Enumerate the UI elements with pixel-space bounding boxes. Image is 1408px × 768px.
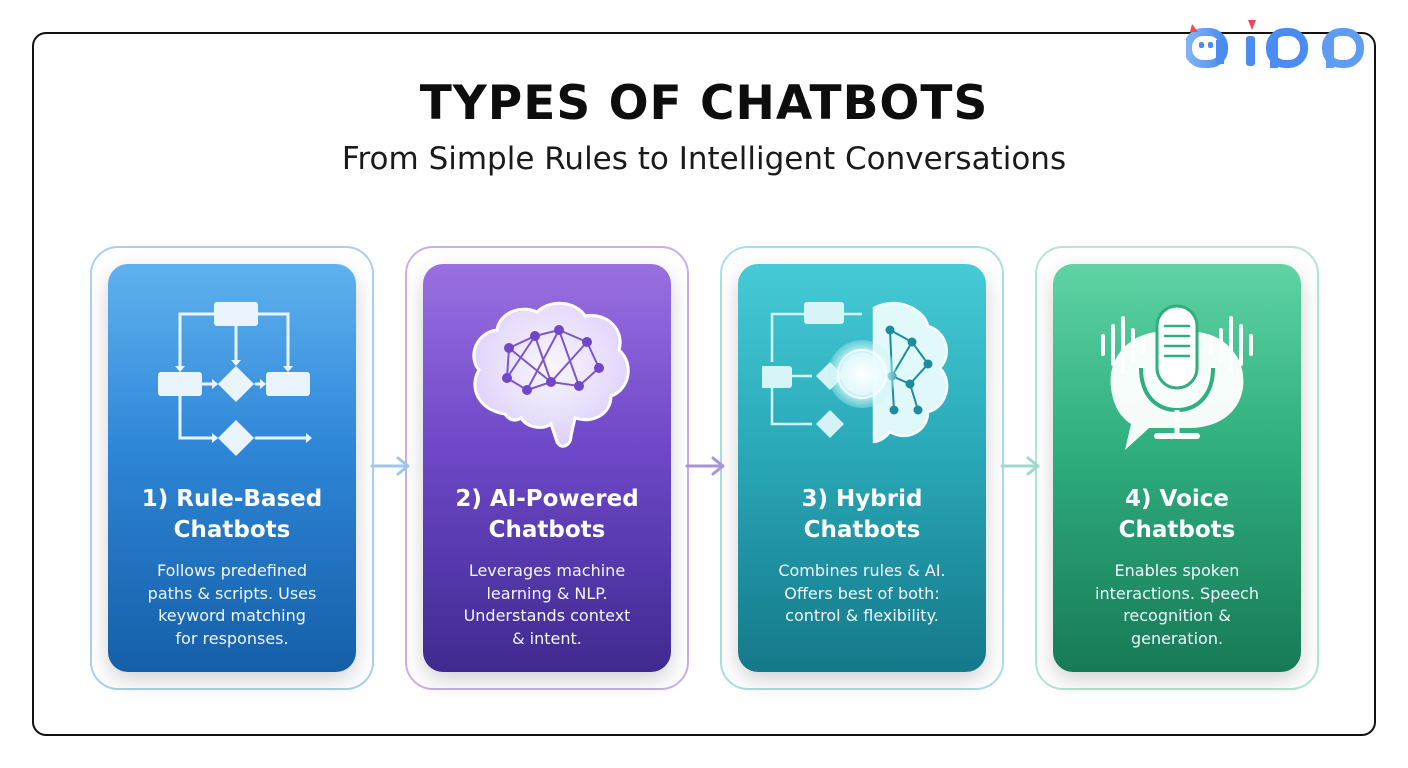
card-desc-line: Follows predefined	[156, 561, 308, 580]
card-desc-line: Combines rules & AI.	[778, 561, 946, 580]
card-voice: 4) Voice Chatbots Enables spoken interac…	[1035, 246, 1319, 690]
card-desc-line: generation.	[1130, 628, 1224, 648]
microphone-speech-icon	[1101, 304, 1253, 450]
card-desc-line: Enables spoken	[1114, 561, 1240, 580]
card-rule-based: 1) Rule-Based Chatbots Follows predefine…	[90, 246, 374, 690]
card-title-line: 2) AI-Powered	[455, 486, 639, 512]
card-desc-line: keyword matching	[158, 606, 306, 625]
diagram-subtitle: From Simple Rules to Intelligent Convers…	[341, 141, 1067, 177]
neural-brain-icon	[472, 301, 630, 448]
card-desc-line: interactions. Speech	[1095, 583, 1259, 603]
arrow-right-icon	[685, 456, 725, 476]
card-ai-powered: 2) AI-Powered Chatbots Leverages machine…	[405, 246, 689, 690]
arrow-right-icon	[1000, 456, 1040, 476]
card-title-line: 1) Rule-Based	[141, 486, 323, 512]
card-title-line: Chatbots	[173, 517, 291, 543]
card-title-line: 4) Voice	[1125, 486, 1229, 512]
card-title-line: Chatbots	[1118, 517, 1236, 543]
diagram-title: TYPES OF CHATBOTS	[419, 76, 989, 131]
card-desc-line: & intent.	[512, 628, 582, 648]
card-title-line: 3) Hybrid	[801, 486, 923, 512]
flowchart-brain-icon	[762, 302, 949, 444]
card-title-line: Chatbots	[803, 517, 921, 543]
iapp-logo	[1186, 20, 1364, 68]
arrow-right-icon	[370, 456, 410, 476]
flowchart-icon	[158, 302, 312, 456]
card-desc-line: control & flexibility.	[785, 606, 939, 625]
card-desc-line: paths & scripts. Uses	[147, 583, 317, 603]
card-desc-line: Offers best of both:	[784, 583, 940, 603]
card-desc-line: learning & NLP.	[486, 583, 608, 603]
card-desc-line: recognition &	[1123, 606, 1231, 625]
card-title-line: Chatbots	[488, 517, 606, 543]
card-desc-line: for responses.	[175, 628, 289, 648]
card-desc-line: Understands context	[463, 606, 631, 625]
card-hybrid: 3) Hybrid Chatbots Combines rules & AI. …	[720, 246, 1004, 690]
card-desc-line: Leverages machine	[468, 561, 626, 580]
